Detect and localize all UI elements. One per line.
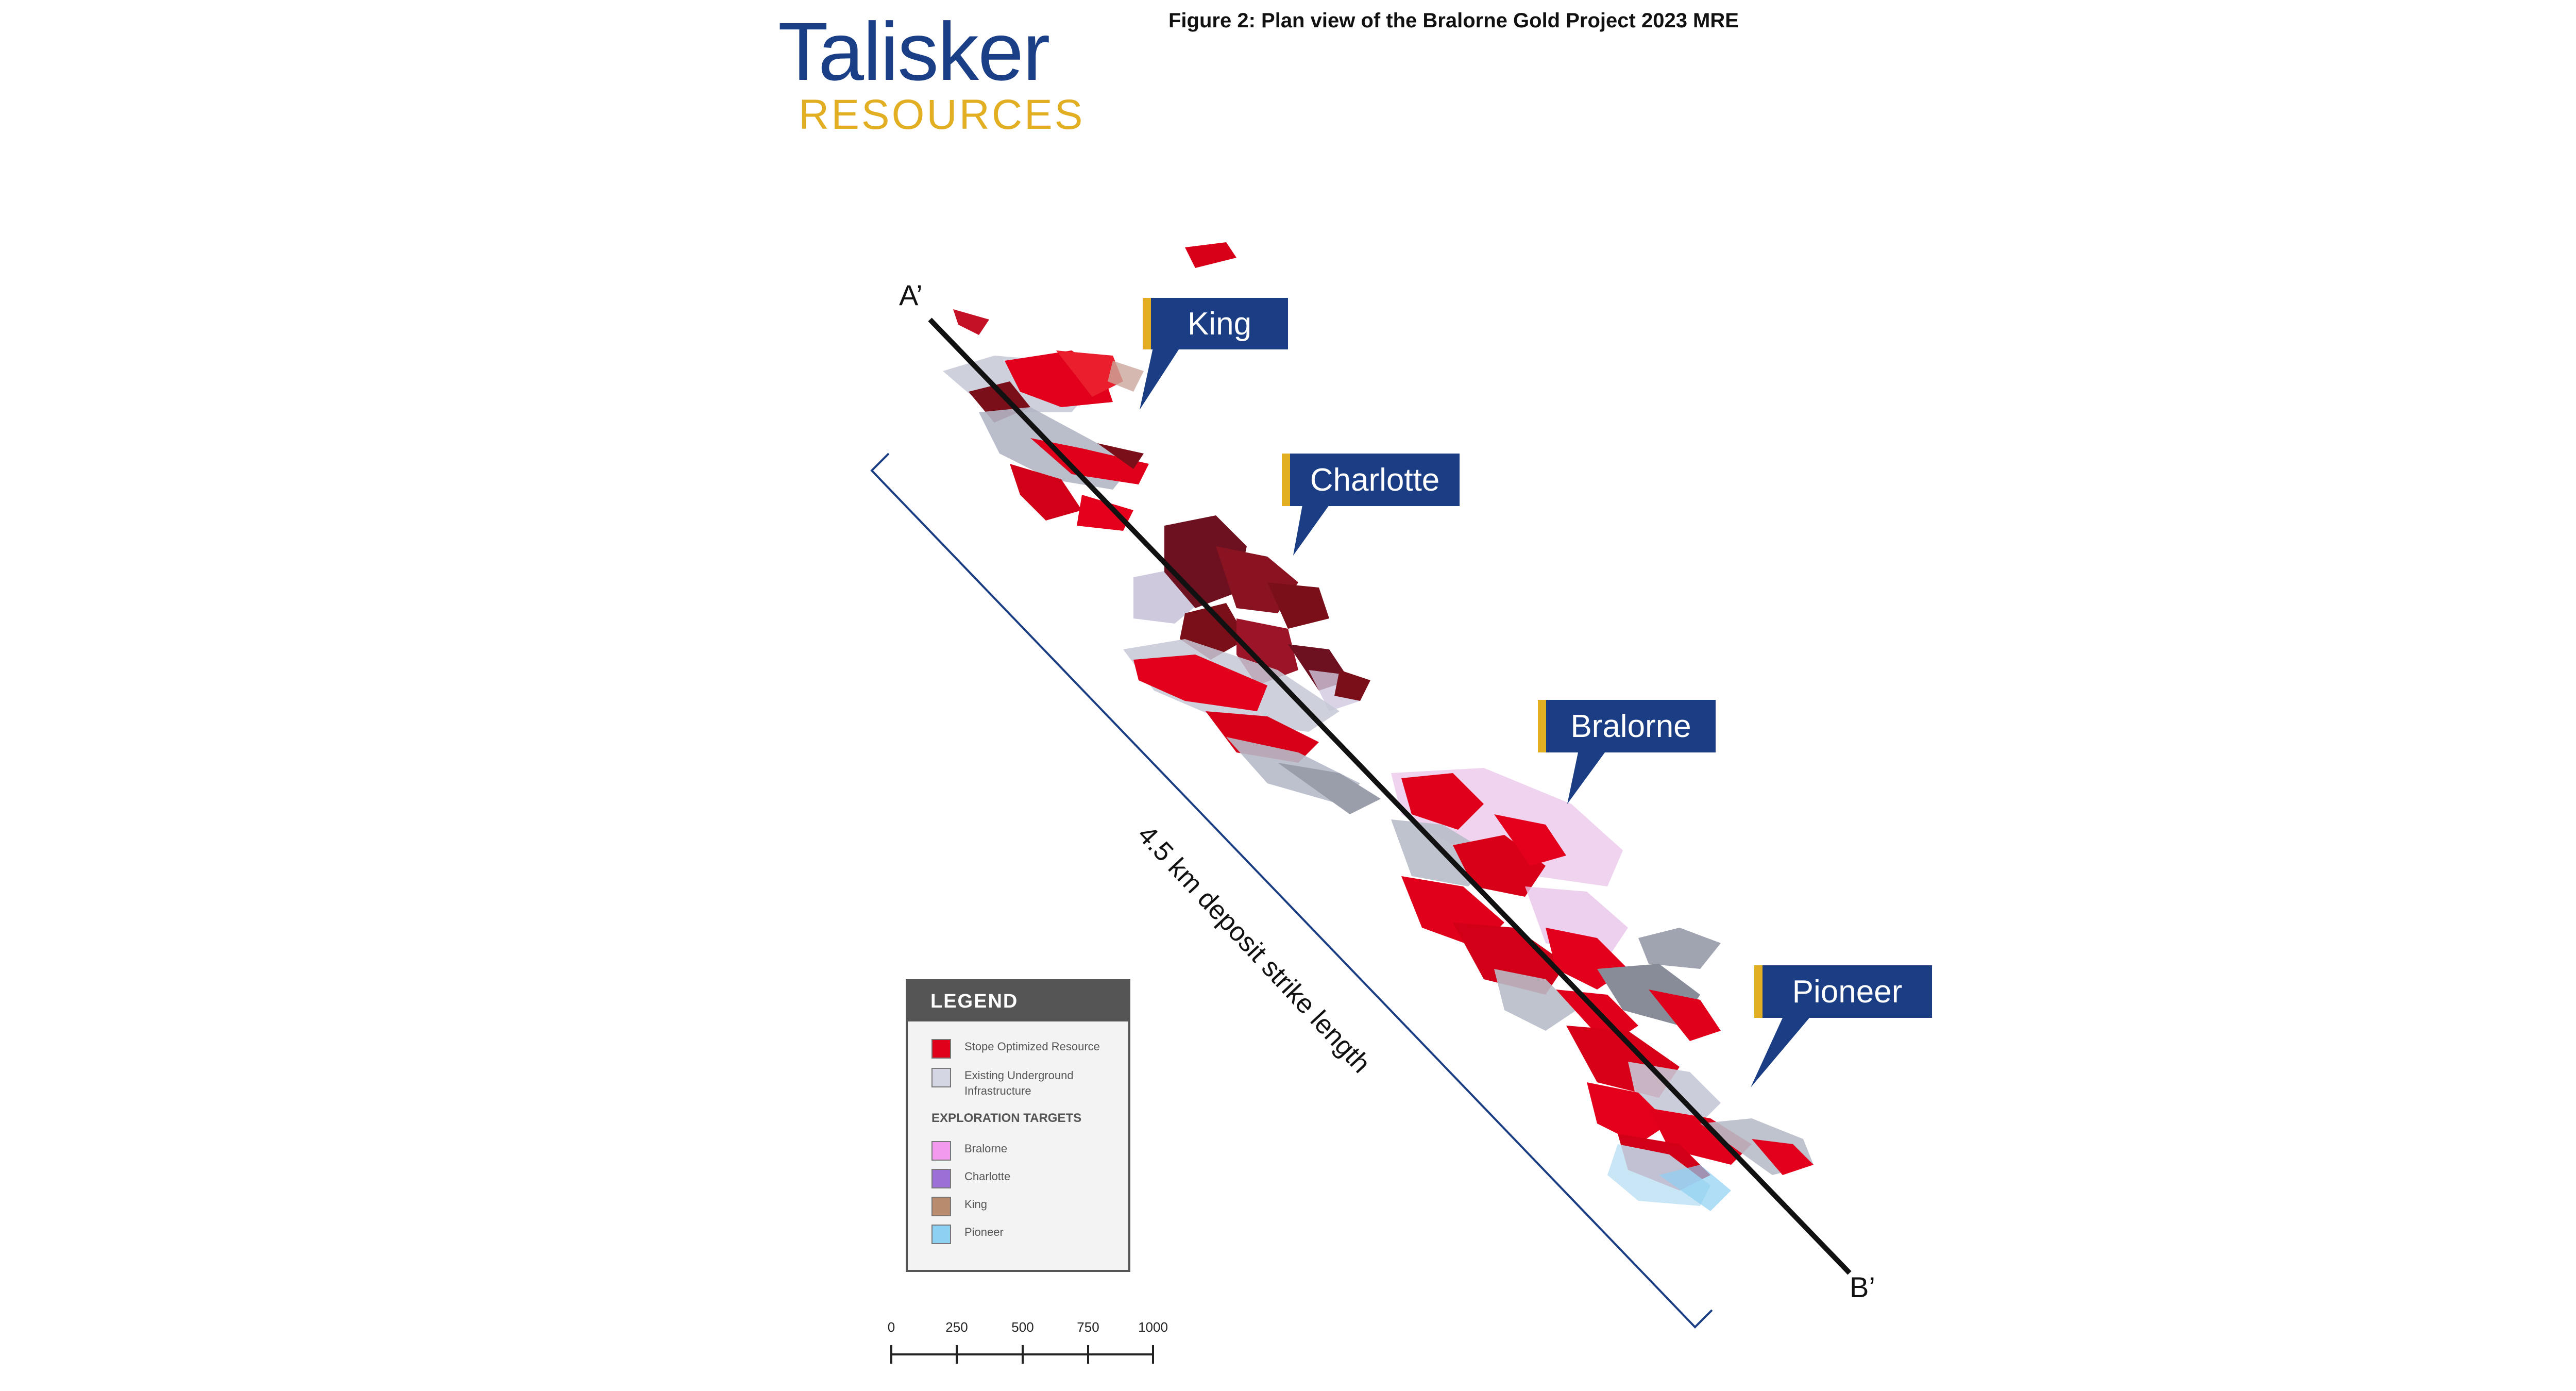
legend-swatch-king [931, 1197, 951, 1216]
legend-item-king: King [931, 1197, 1109, 1216]
king-callout-pointer [1140, 348, 1180, 410]
legend-item-bralorne: Bralorne [931, 1141, 1109, 1161]
callout-king: King [1143, 298, 1288, 349]
pioneer-callout-pointer [1751, 1018, 1809, 1087]
charlotte-callout-pointer [1293, 505, 1329, 556]
section-start-label: A’ [899, 279, 923, 311]
callout-bralorne: Bralorne [1538, 700, 1716, 752]
legend-item-stope-resource: Stope Optimized Resource [931, 1039, 1109, 1059]
legend-swatch-pioneer [931, 1225, 951, 1244]
legend-label-bralorne: Bralorne [964, 1142, 1008, 1155]
callout-bralorne-label: Bralorne [1570, 708, 1691, 744]
legend-swatch-bralorne [931, 1141, 951, 1161]
callout-pioneer: Pioneer [1754, 965, 1932, 1018]
legend-label-stope-resource: Stope Optimized Resource [964, 1040, 1100, 1053]
callout-charlotte: Charlotte [1282, 454, 1460, 506]
legend-swatch-underground-infrastructure [931, 1068, 951, 1087]
legend-label-king: King [964, 1198, 988, 1211]
company-logo: Talisker RESOURCES [778, 0, 1082, 139]
scale-label-0: 0 [887, 1319, 895, 1335]
legend-item-pioneer: Pioneer [931, 1225, 1109, 1244]
strike-length-bracket [870, 453, 1713, 1329]
scale-label-500: 500 [1011, 1319, 1034, 1335]
section-end-label: B’ [1850, 1271, 1875, 1303]
logo-line2: RESOURCES [799, 91, 1085, 138]
pioneer-deposit-shapes [1566, 928, 1814, 1211]
scale-label-750: 750 [1077, 1319, 1099, 1335]
callout-king-label: King [1187, 306, 1252, 342]
legend-label-charlotte: Charlotte [964, 1170, 1011, 1183]
legend-swatch-charlotte [931, 1169, 951, 1188]
legend-label-underground-infrastructure: Existing Underground Infrastructure [964, 1069, 1074, 1097]
bralorne-callout-pointer [1567, 752, 1605, 804]
legend-swatch-stope-resource [931, 1039, 951, 1059]
logo-line1: Talisker [778, 5, 1050, 97]
scale-label-1000: 1000 [1138, 1319, 1168, 1335]
legend-label-pioneer: Pioneer [964, 1226, 1004, 1238]
bralorne-deposit-shapes [1391, 768, 1638, 1046]
callout-charlotte-label: Charlotte [1310, 462, 1440, 498]
scale-bar [890, 1345, 1154, 1364]
legend-item-underground-infrastructure: Existing Underground Infrastructure [931, 1068, 1109, 1099]
map-legend: LEGEND Stope Optimized Resource Existing… [906, 979, 1130, 1272]
legend-title: LEGEND [908, 981, 1128, 1021]
central-corridor-shapes [1123, 639, 1381, 814]
callout-pioneer-label: Pioneer [1792, 974, 1903, 1010]
figure-title: Figure 2: Plan view of the Bralorne Gold… [1168, 9, 1739, 32]
legend-exploration-heading: EXPLORATION TARGETS [931, 1111, 1082, 1125]
section-line [928, 317, 1852, 1275]
scale-label-250: 250 [945, 1319, 968, 1335]
legend-item-charlotte: Charlotte [931, 1169, 1109, 1188]
